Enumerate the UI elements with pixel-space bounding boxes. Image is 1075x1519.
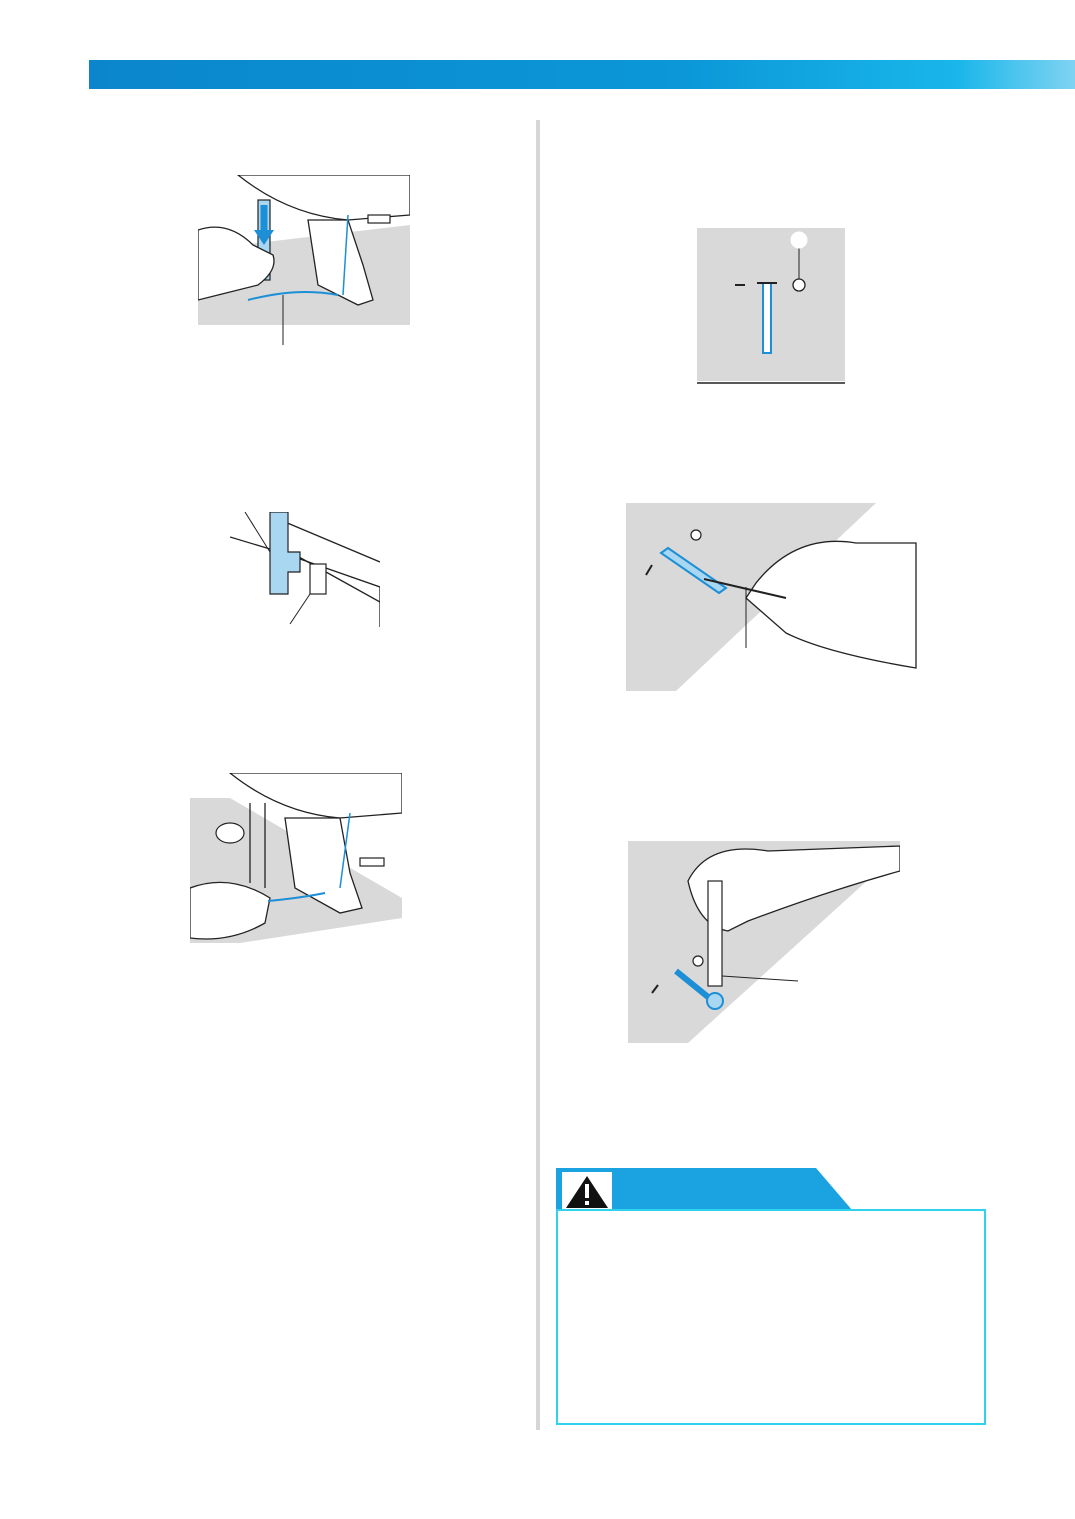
figure-buttonhole-diagram [697,228,847,385]
caution-tab [556,1168,852,1210]
header-band [89,60,1075,89]
seam-ripper-illustration [626,503,917,691]
figure-hold-thread [190,773,402,948]
buttonhole-with-pin-illustration [697,228,845,384]
warning-triangle-icon [566,1176,608,1208]
figure-lever-bracket [230,512,380,627]
caution-box [556,1209,986,1425]
figure-seam-ripper [626,503,918,691]
eyelet-punch-illustration [628,841,900,1043]
lever-bracket-closeup-illustration [230,512,380,627]
hand-holding-thread-illustration [190,773,402,943]
figure-eyelet-punch [628,841,900,1046]
hand-pressing-lever-illustration [198,175,410,345]
column-divider [536,120,540,1430]
figure-lower-lever [198,175,410,350]
caution-tab-shape [556,1168,852,1210]
